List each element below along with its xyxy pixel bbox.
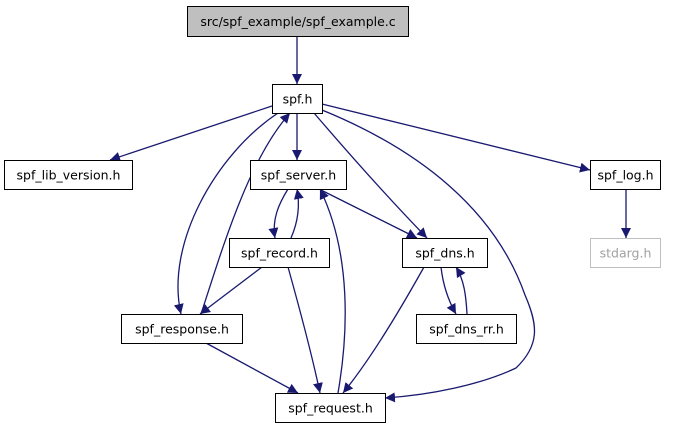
node-label: stdarg.h	[600, 246, 652, 261]
node-box	[250, 160, 347, 190]
edge-spf-dns-h-to-spf-dns-rr-h	[440, 266, 457, 315]
nodes-layer: src/spf_example/spf_example.c spf.h spf_li…	[4, 6, 661, 423]
node-spf-dns-h[interactable]: spf_dns.h	[402, 238, 488, 268]
edges-layer	[109, 36, 631, 403]
node-label: spf_request.h	[288, 401, 373, 416]
node-label: spf_response.h	[135, 322, 229, 337]
edge-spf-request-h-to-spf-server-h	[319, 188, 346, 394]
edge-spf-dns-rr-h-to-spf-dns-h	[455, 266, 468, 315]
edge-spf-record-h-to-spf-response-h	[199, 266, 263, 315]
node-box	[272, 84, 323, 114]
node-box	[187, 6, 409, 37]
node-label: spf_dns.h	[415, 246, 474, 261]
node-spf-log-h[interactable]: spf_log.h	[590, 160, 661, 190]
node-label: spf_server.h	[261, 168, 336, 183]
node-label: spf_log.h	[597, 168, 653, 183]
edge-spf-h-to-spf-log-h	[321, 103, 591, 173]
edge-spf-dns-h-to-spf-request-h	[342, 266, 425, 394]
node-stdarg-h: stdarg.h	[590, 238, 661, 268]
node-label: src/spf_example/spf_example.c	[200, 14, 395, 29]
edge-spf-response-h-to-spf-h	[200, 112, 291, 315]
node-spf-response-h[interactable]: spf_response.h	[121, 314, 243, 344]
edge-spf-h-to-spf-request-h	[321, 109, 536, 403]
node-box	[416, 314, 517, 344]
node-spf-dns-rr-h[interactable]: spf_dns_rr.h	[416, 314, 517, 344]
node-spf-example-c[interactable]: src/spf_example/spf_example.c	[187, 6, 409, 37]
node-label: spf_record.h	[241, 246, 318, 261]
node-box	[275, 393, 386, 423]
edge-spf-response-h-to-spf-request-h	[205, 342, 299, 394]
node-spf-server-h[interactable]: spf_server.h	[250, 160, 347, 190]
edge-spf-record-h-to-spf-request-h	[287, 266, 323, 394]
node-spf-lib-version-h[interactable]: spf_lib_version.h	[4, 160, 133, 190]
edge-spf-server-h-to-spf-dns-h	[318, 188, 418, 239]
edge-spf-h-to-spf-response-h	[173, 112, 279, 315]
node-label: spf_dns_rr.h	[429, 322, 504, 337]
edge-spf-h-to-spf-lib-version-h	[109, 105, 273, 162]
edge-spf-record-h-to-spf-server-h	[290, 188, 304, 239]
node-spf-record-h[interactable]: spf_record.h	[229, 238, 330, 268]
node-box	[4, 160, 133, 190]
node-box	[121, 314, 243, 344]
node-box	[590, 238, 661, 268]
edge-spf-h-to-spf-dns-h	[313, 112, 428, 239]
node-box	[590, 160, 661, 190]
node-box	[402, 238, 488, 268]
node-label: spf.h	[283, 92, 313, 107]
node-spf-h[interactable]: spf.h	[272, 84, 323, 114]
edge-spf-server-h-to-spf-record-h	[268, 188, 289, 239]
node-label: spf_lib_version.h	[17, 168, 121, 183]
node-spf-request-h[interactable]: spf_request.h	[275, 393, 386, 423]
node-box	[229, 238, 330, 268]
